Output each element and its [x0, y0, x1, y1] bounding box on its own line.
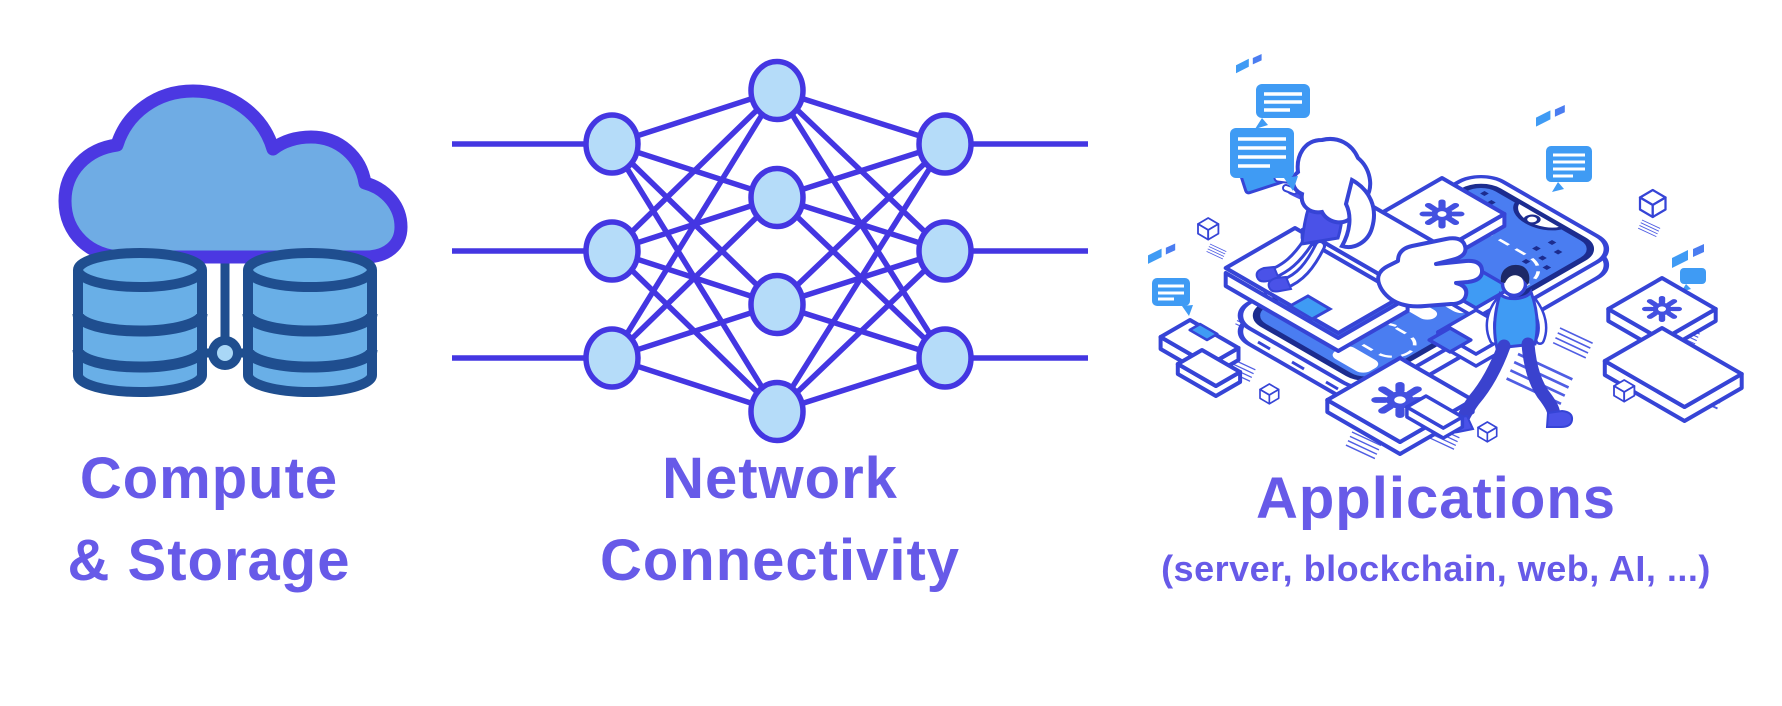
network-node	[748, 272, 806, 337]
applications-label-title: Applications	[1255, 466, 1617, 531]
network-node	[748, 165, 806, 230]
network-node	[916, 219, 974, 283]
network-edge	[610, 88, 779, 253]
man-hair	[1500, 264, 1530, 285]
compute-storage-label: Compute & Storage	[18, 438, 400, 602]
cloud-databases-icon	[58, 84, 408, 397]
camera-dot	[1523, 214, 1541, 225]
compute-storage-label-line2: & Storage	[67, 528, 351, 593]
database-icon-right	[242, 248, 378, 397]
network-edge	[775, 249, 947, 414]
network-edge	[774, 142, 948, 413]
woman-shoe	[1267, 275, 1293, 293]
network-node	[748, 379, 806, 444]
network-connectivity-label-line2: Connectivity	[599, 528, 961, 593]
network-node	[583, 112, 641, 176]
applications-label-subtitle: (server, blockchain, web, AI, ...)	[1161, 548, 1711, 589]
network-node	[583, 219, 641, 283]
neural-network-icon	[452, 58, 1088, 444]
network-connectivity-label: Network Connectivity	[450, 438, 1110, 602]
right-side-chips	[1602, 276, 1744, 423]
woman-shoe	[1255, 265, 1281, 283]
left-side-boxes	[1158, 318, 1243, 398]
cloud-icon	[58, 84, 408, 264]
man-shoe	[1545, 409, 1574, 428]
network-connectivity-label-line1: Network	[662, 446, 898, 511]
woman-hair-swoosh	[1339, 176, 1376, 249]
network-node	[916, 326, 974, 390]
network-edge	[610, 195, 779, 360]
network-edge	[776, 141, 946, 201]
applications-label: Applications (server, blockchain, web, A…	[1096, 458, 1776, 592]
network-edge	[776, 355, 946, 415]
hand-cursor	[1376, 236, 1485, 309]
compute-storage-label-line1: Compute	[79, 446, 339, 511]
isometric-app-development-illustration	[1148, 54, 1744, 460]
network-node	[916, 112, 974, 176]
connector-junction-dot	[208, 336, 242, 370]
chat-bubble-mid-left	[1148, 243, 1193, 316]
network-edge	[775, 142, 947, 307]
scattered-cubes	[1197, 188, 1667, 443]
chat-bubbles-left	[1230, 54, 1310, 191]
network-node	[748, 58, 806, 123]
phone-side-ports	[1257, 340, 1339, 391]
network-node	[583, 326, 641, 390]
network-edge	[609, 89, 780, 360]
network-edge	[776, 87, 946, 147]
database-icon-left	[72, 248, 208, 397]
man-shirt	[1493, 288, 1539, 350]
